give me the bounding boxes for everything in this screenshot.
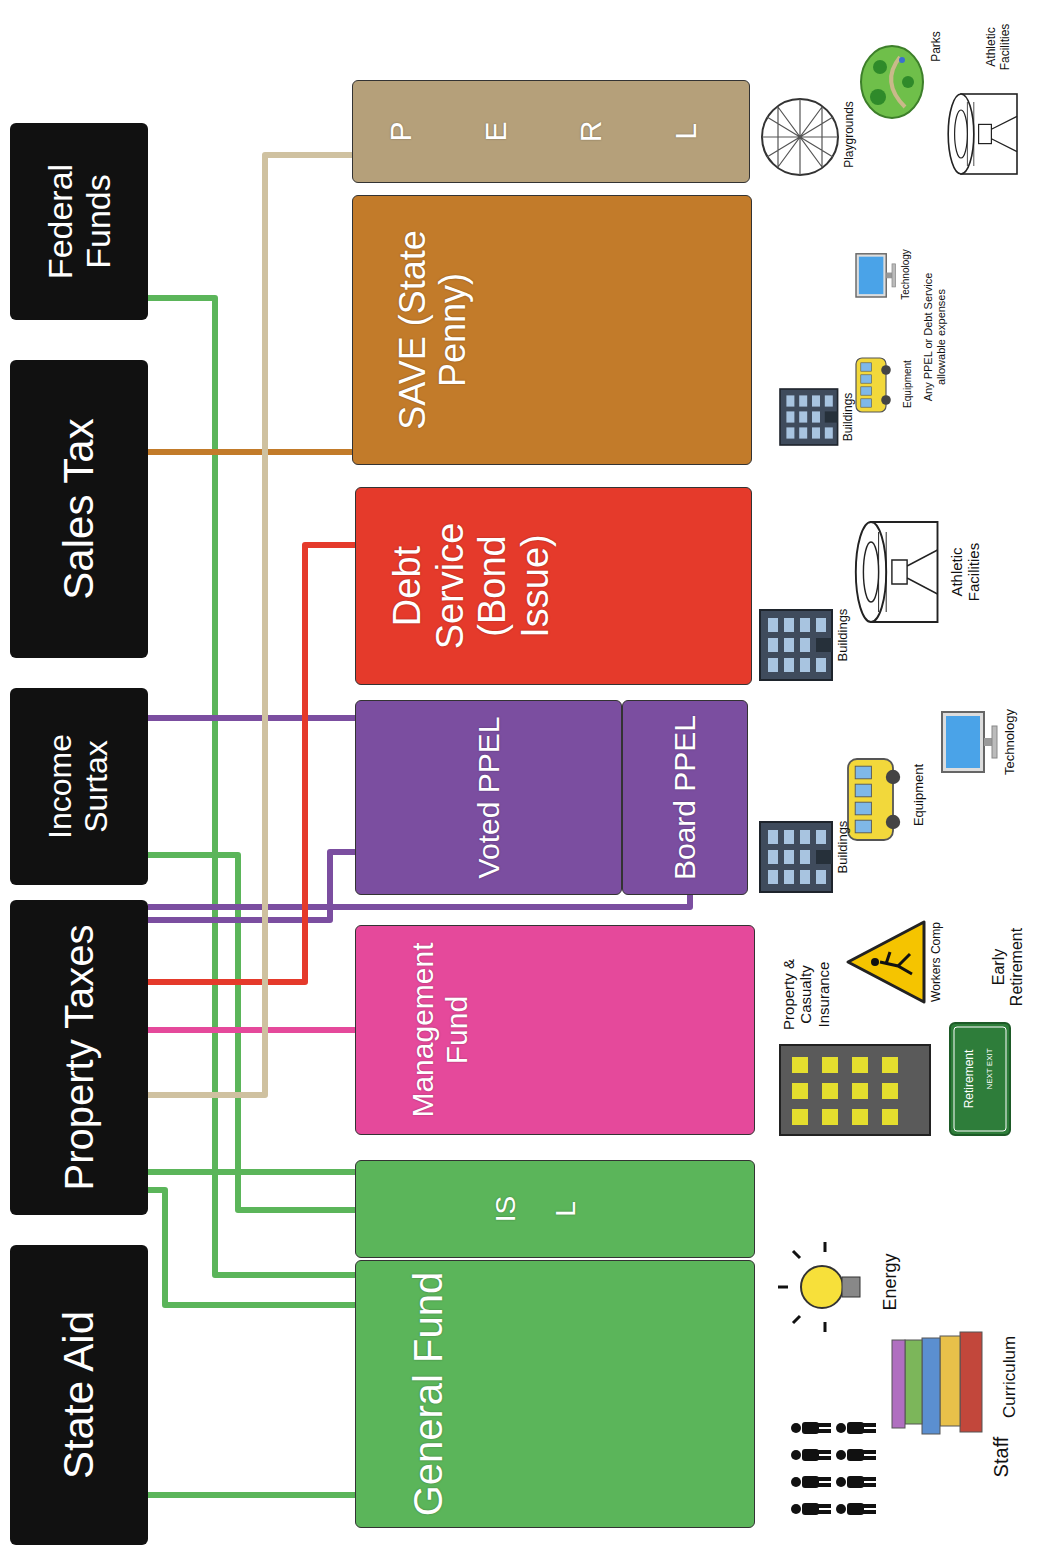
box-label: Income Surtax [43,694,115,879]
fund-box: Management Fund [355,925,755,1135]
icon-caption: Technology [1003,697,1018,787]
icon-caption: Technology [900,237,912,312]
icon-caption: Retirement [963,1026,977,1132]
building-icon [760,610,832,680]
icon-caption: Playgrounds [843,87,857,182]
staff-icon [791,1422,876,1515]
source-box: Federal Funds [10,123,148,320]
warning-sign-icon [848,922,924,1002]
stadium-icon [856,522,938,622]
office-building-icon [780,1045,930,1135]
icon-caption: Buildings [836,590,851,680]
icon-caption: Athletic Facilities [985,8,1013,86]
box-label: Debt Service (Bond Issue) [386,494,556,678]
box-label: Property Taxes [57,924,102,1190]
fund-box: SAVE (State Penny) [352,195,752,465]
building-icon [780,389,838,445]
funding-line [148,449,352,455]
icon-caption: Athletic Facilities [948,520,983,624]
box-label: ISL [476,1195,596,1223]
icon-caption: Staff [990,1417,1013,1497]
retirement-sign-icon [950,1023,1010,1135]
building-icon [760,822,832,892]
box-label: Board PPEL [668,715,702,880]
icon-caption: Curriculum [1000,1317,1020,1437]
box-label: State Aid [55,1311,102,1479]
fund-box: General Fund [355,1260,755,1528]
fund-box: ISL [355,1160,755,1258]
icon-caption: Equipment [912,750,927,840]
icon-caption: Equipment [902,349,914,419]
books-icon [892,1332,982,1434]
funding-line [148,1027,355,1033]
icon-caption: Any PPEL or Debt Service allowable expen… [922,272,947,402]
box-label: General Fund [406,1272,451,1517]
box-label: SAVE (State Penny) [393,202,474,458]
icon-caption: Early Retirement [990,917,1027,1017]
stadium-icon [948,94,1017,174]
icon-caption: Energy [880,1237,901,1327]
geodesic-dome-icon [762,99,838,175]
icon-caption: NEXT EXIT [985,1026,994,1112]
box-label: Federal Funds [41,129,117,314]
icon-caption: Property & Casualty Insurance [780,947,832,1042]
funding-line [148,155,352,1095]
funding-line [148,715,355,721]
lightbulb-icon [778,1242,860,1332]
funding-line [148,298,355,1275]
icon-caption: Workers Comp [930,922,944,1002]
source-box: State Aid [10,1245,148,1545]
source-box: Sales Tax [10,360,148,658]
computer-icon [942,712,997,772]
box-label: Management Fund [406,932,473,1128]
icon-caption: Buildings [836,802,851,892]
computer-icon [856,254,896,297]
park-icon [861,46,923,118]
funding-line [148,1169,355,1175]
fund-box: PERL [352,80,750,183]
funding-line [148,895,690,907]
box-label: PERL [353,117,733,147]
fund-box: Voted PPEL [355,700,622,895]
bus-icon [856,358,891,412]
icon-caption: Buildings [842,382,856,452]
box-label: Sales Tax [55,418,102,599]
bus-icon [848,759,900,840]
icon-caption: Parks [930,19,944,74]
fund-box: Debt Service (Bond Issue) [355,487,752,685]
funding-line [148,545,355,982]
source-box: Income Surtax [10,688,148,885]
funding-line [148,1492,355,1498]
box-label: Voted PPEL [472,717,506,879]
source-box: Property Taxes [10,900,148,1215]
fund-box: Board PPEL [622,700,748,895]
